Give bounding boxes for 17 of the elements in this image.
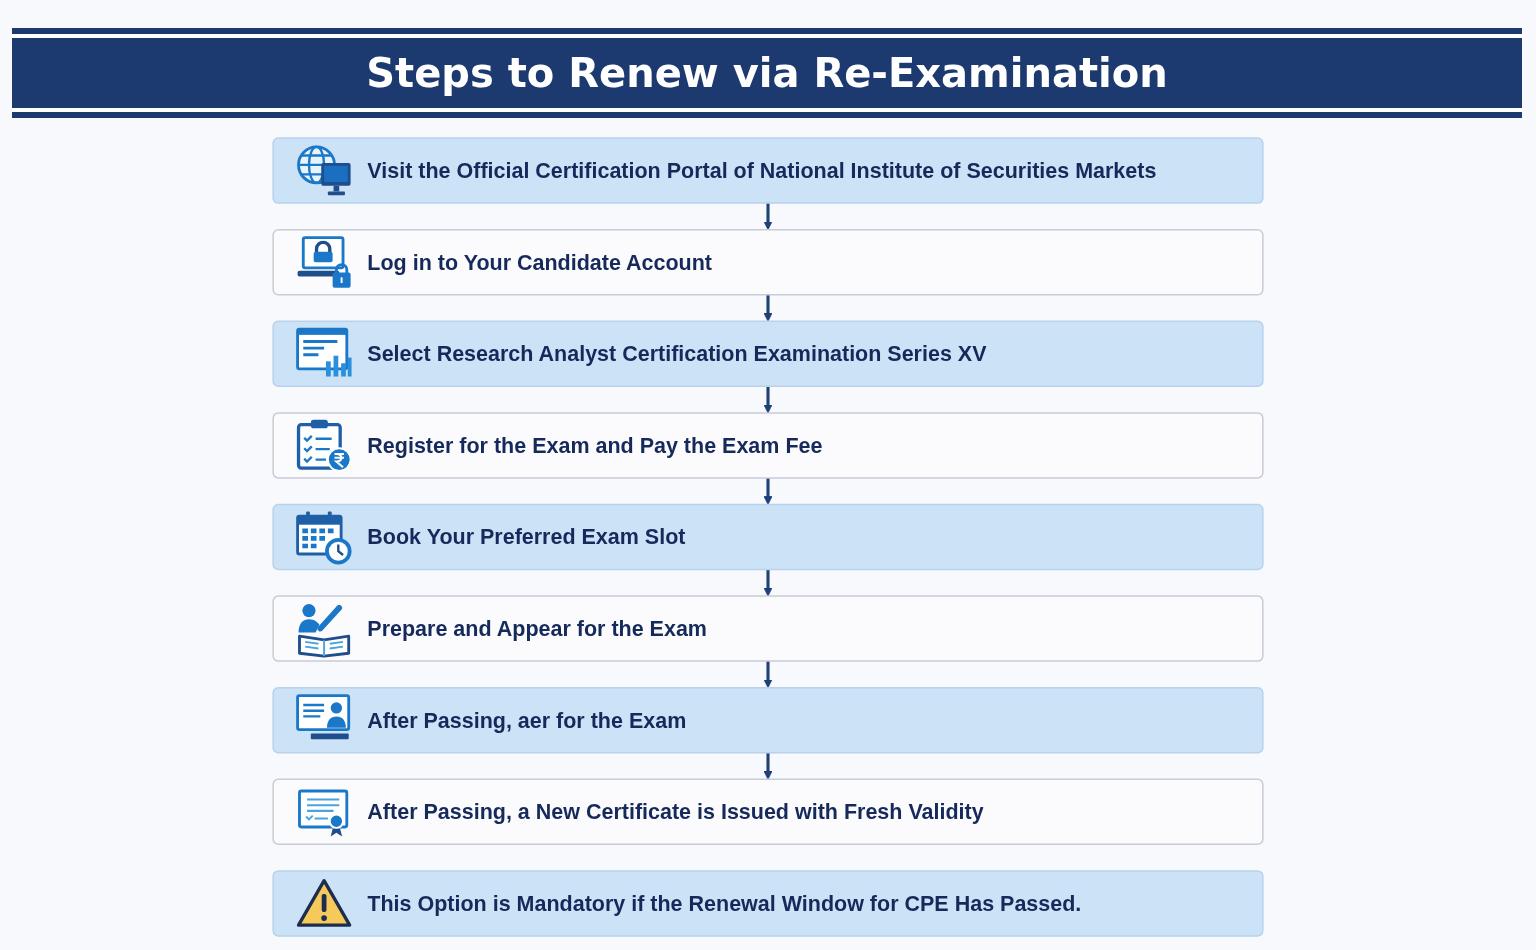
node-box: Visit the Official Certification Portal of National Institute of Securities Markets — [272, 137, 1264, 204]
node-box: After Passing, a New Certificate is Issued with Fresh Validity — [272, 778, 1264, 846]
node-box: Register for the Exam and Pay the Exam Fee — [272, 412, 1264, 479]
arrow — [763, 661, 773, 689]
title: Steps to Renew via Re-Examination — [12, 28, 1522, 118]
node-box: This Option is Mandatory if the Renewal Window for CPE Has Passed. — [272, 870, 1264, 937]
node-box: After Passing, aer for the Exam — [272, 686, 1264, 754]
node-box: Log in to Your Candidate Account — [272, 228, 1264, 296]
node-box: Book Your Preferred Exam Slot — [272, 503, 1264, 571]
arrow — [763, 752, 773, 780]
arrow — [763, 569, 773, 597]
arrow — [763, 203, 773, 231]
arrow — [763, 477, 773, 505]
node-box: Prepare and Appear for the Exam — [272, 595, 1264, 662]
node-box: Select Research Analyst Certification Examination Series XV — [272, 320, 1264, 388]
arrow — [763, 294, 773, 322]
arrow — [763, 386, 773, 414]
